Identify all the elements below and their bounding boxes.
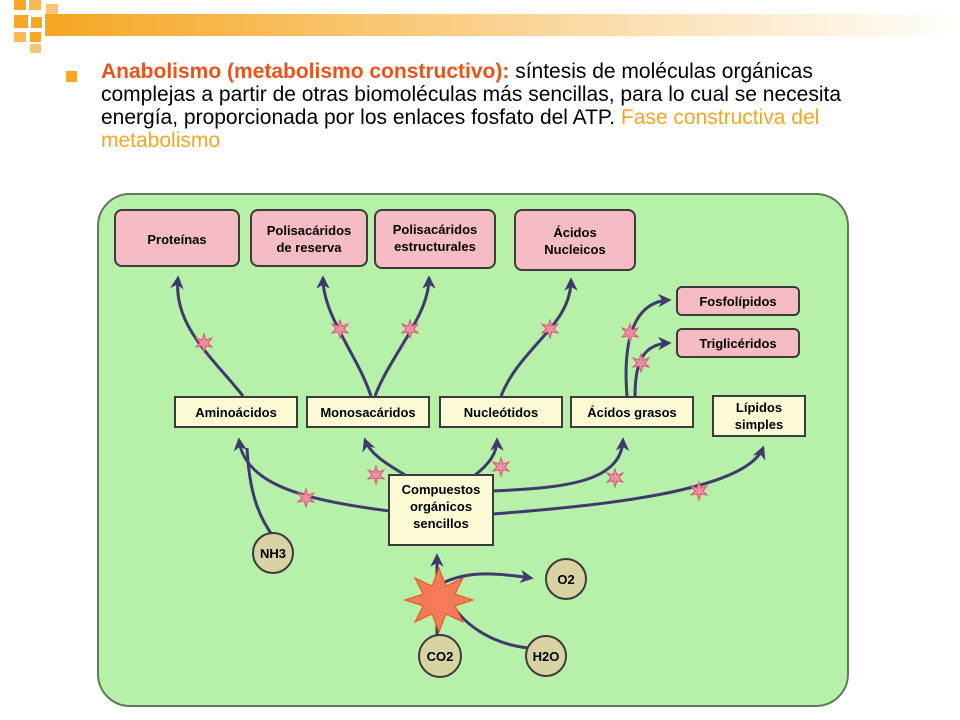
label-polisacaridos-reserva-1: Polisacáridos [267, 223, 352, 238]
label-compuestos-1: Compuestos [402, 482, 481, 497]
label-co2: CO2 [427, 649, 454, 664]
corner-decoration [14, 0, 960, 53]
deco-square [31, 17, 42, 28]
box-fosfolipidos [676, 286, 800, 316]
arrow-nh3-aminoacidos [245, 447, 275, 537]
deco-square [14, 32, 26, 42]
arrow-center-aminoacidos [233, 437, 390, 513]
deco-square [30, 32, 41, 42]
enzyme-star [631, 352, 651, 374]
label-lipidos-simples-1: Lípidos [736, 400, 782, 415]
enzyme-star [330, 318, 350, 340]
deco-square [14, 15, 28, 28]
deco-square [30, 44, 41, 53]
label-compuestos-3: sencillos [413, 516, 469, 531]
circle-nh3 [252, 532, 294, 574]
label-lipidos-simples-2: simples [735, 417, 783, 432]
box-aminoacidos [174, 396, 298, 428]
deco-square [14, 0, 26, 10]
label-polisacaridos-estructurales-1: Polisacáridos [393, 222, 478, 237]
arrow-center-nucleotidos [474, 437, 504, 477]
box-compuestos-organicos [388, 474, 494, 546]
enzyme-star [689, 480, 709, 502]
label-aminoacidos: Aminoácidos [195, 405, 277, 420]
label-compuestos-2: orgánicos [410, 499, 472, 514]
label-nucleotidos: Nucleótidos [464, 405, 538, 420]
circle-h2o [525, 635, 567, 677]
box-nucleotidos [439, 396, 563, 428]
label-h2o: H2O [533, 649, 560, 664]
box-polisacaridos-estructurales [374, 209, 496, 269]
arrow-center-monosacaridos [362, 437, 406, 477]
arrow-to-o2 [444, 569, 534, 584]
label-nh3: NH3 [260, 546, 286, 561]
definition-paragraph: Anabolismo (metabolismo constructivo): s… [101, 60, 861, 152]
gradient-bar [45, 14, 960, 36]
enzyme-star [605, 467, 625, 489]
enzyme-star [366, 464, 386, 486]
deco-square [46, 4, 58, 14]
box-monosacaridos [306, 396, 430, 428]
arrow-monosacaridos-estructurales [373, 275, 436, 397]
label-acidos-nucleicos-2: Nucleicos [544, 242, 605, 257]
label-proteinas: Proteínas [147, 232, 206, 247]
enzyme-star [620, 322, 640, 344]
label-trigliceridos: Triglicéridos [699, 336, 776, 351]
energy-star [403, 566, 475, 634]
arrow-center-acidos-grasos [492, 437, 630, 493]
label-acidos-grasos: Ácidos grasos [587, 405, 677, 420]
label-fosfolipidos: Fosfolípidos [699, 294, 776, 309]
diagram-background [97, 193, 849, 707]
label-o2: O2 [557, 572, 574, 587]
circle-o2 [545, 558, 587, 600]
enzyme-star [400, 318, 420, 340]
box-lipidos-simples [712, 395, 806, 437]
arrow-monosacaridos-reserva [316, 275, 373, 397]
box-polisacaridos-reserva [250, 209, 368, 267]
arrow-nucleotidos-acidos-nucleicos [499, 277, 578, 397]
arrow-center-lipidos-simples [492, 445, 766, 516]
anabolism-diagram: Proteínas Polisacáridos de reserva Polis… [97, 193, 849, 707]
phase-note: Fase constructiva del metabolismo [101, 106, 820, 152]
circle-co2 [418, 634, 462, 678]
arrow-aminoacidos-proteinas [170, 275, 245, 397]
box-proteinas [114, 209, 240, 267]
box-acidos-nucleicos [514, 209, 636, 271]
box-trigliceridos [676, 328, 800, 358]
bullet-square [66, 71, 77, 82]
label-acidos-nucleicos-1: Ácidos [553, 225, 596, 240]
box-acidos-grasos [570, 396, 694, 428]
deco-square [29, 0, 41, 10]
enzyme-star [491, 456, 511, 478]
label-polisacaridos-reserva-2: de reserva [276, 240, 342, 255]
label-polisacaridos-estructurales-2: estructurales [394, 239, 476, 254]
enzyme-star [194, 332, 214, 354]
enzyme-star [296, 487, 316, 509]
definition-text: síntesis de moléculas orgánicas compleja… [101, 60, 842, 129]
enzyme-star [540, 318, 560, 340]
label-monosacaridos: Monosacáridos [320, 405, 415, 420]
heading-term: Anabolismo (metabolismo constructivo): [101, 60, 510, 83]
